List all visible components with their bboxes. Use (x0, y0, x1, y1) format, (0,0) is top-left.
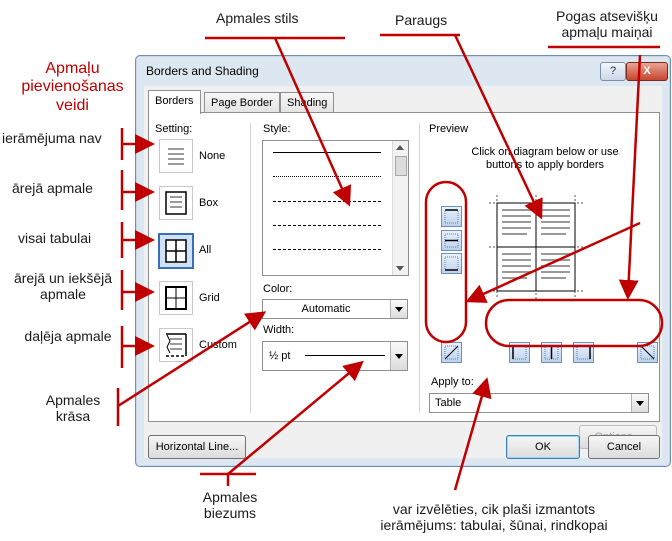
style-scrollbar[interactable] (392, 141, 408, 275)
right-border-icon (576, 345, 591, 360)
top-border-icon (444, 209, 459, 224)
dialog-client: Borders Page Border Shading Setting: Non… (144, 86, 662, 459)
color-combo[interactable]: Automatic (262, 299, 408, 319)
scroll-up-icon[interactable] (396, 145, 404, 150)
preview-hint: Click on diagram below or use buttons to… (471, 146, 619, 171)
annotation-none: ierāmējuma nav (2, 130, 102, 146)
style-solid[interactable] (273, 152, 381, 153)
annotation-preview: Paraugs (395, 12, 448, 28)
setting-custom-button[interactable] (159, 328, 193, 362)
title-bar: Borders and Shading ? X (136, 56, 670, 86)
annotation-grid: ārejā un iekšējā apmale (13, 270, 113, 303)
left-border-icon (512, 345, 527, 360)
setting-custom-label: Custom (199, 339, 237, 351)
grid-icon (165, 286, 187, 310)
setting-grid-label: Grid (199, 292, 220, 304)
horizontal-line-button[interactable]: Horizontal Line... (148, 435, 246, 459)
border-bottom-button[interactable] (441, 253, 462, 274)
width-value: ½ pt (269, 350, 291, 362)
preview-diagram[interactable] (489, 195, 583, 299)
tab-page-border[interactable]: Page Border (204, 92, 280, 113)
borders-tab-panel: Setting: None Box All Grid Custom (148, 112, 660, 422)
annotation-apply: var izvēlēties, cik plaši izmantots ierā… (380, 501, 608, 534)
setting-all-label: All (199, 244, 212, 256)
border-diagonal-down-button[interactable] (637, 342, 658, 363)
color-value: Automatic (301, 303, 351, 315)
setting-none-button[interactable] (159, 139, 193, 173)
setting-grid-button[interactable] (159, 281, 193, 315)
borders-shading-dialog: Borders and Shading ? X Borders Page Bor… (135, 55, 671, 467)
scroll-thumb[interactable] (395, 156, 407, 176)
inside-vertical-icon (544, 345, 559, 360)
annotation-box: ārejā apmale (12, 180, 93, 196)
apply-to-label: Apply to: (431, 376, 474, 388)
help-button[interactable]: ? (600, 62, 626, 81)
apply-to-combo[interactable]: Table (429, 393, 649, 413)
style-dashed[interactable] (273, 225, 381, 226)
setting-box-label: Box (199, 197, 218, 209)
none-icon (168, 148, 184, 165)
style-label: Style: (263, 123, 291, 135)
box-icon (165, 191, 187, 215)
annotation-color: Apmales krāsa (45, 392, 101, 425)
style-dotted[interactable] (273, 176, 381, 177)
width-combo[interactable]: ½ pt (262, 341, 408, 371)
annotation-all: visai tabulai (18, 230, 92, 246)
all-icon (165, 239, 187, 263)
tab-borders[interactable]: Borders (148, 90, 201, 114)
border-middle-vertical-button[interactable] (541, 342, 562, 363)
cancel-button[interactable]: Cancel (588, 435, 660, 459)
close-button[interactable]: X (626, 62, 668, 81)
bottom-border-icon (444, 256, 459, 271)
annotation-buttons: Pogas atsevišķu apmaļu maiņai (556, 8, 658, 41)
annotation-width: Apmales biezums (202, 489, 258, 522)
chevron-down-icon[interactable] (390, 300, 407, 318)
diagonal-down-icon (640, 345, 655, 360)
ok-button[interactable]: OK (506, 435, 580, 459)
style-dash-dot[interactable] (273, 249, 381, 250)
scroll-down-icon[interactable] (396, 266, 404, 271)
dialog-title: Borders and Shading (146, 64, 259, 78)
border-right-button[interactable] (573, 342, 594, 363)
setting-all-button[interactable] (158, 233, 194, 269)
apply-to-value: Table (435, 397, 462, 409)
annotation-custom: daļēja apmale (24, 328, 112, 344)
setting-box-button[interactable] (159, 186, 193, 220)
diagonal-up-icon (444, 345, 459, 360)
chevron-down-icon[interactable] (631, 394, 648, 412)
setting-label: Setting: (155, 123, 193, 135)
style-dashed-small[interactable] (273, 201, 381, 202)
setting-none-label: None (199, 150, 226, 162)
border-top-button[interactable] (441, 206, 462, 227)
preview-label: Preview (429, 123, 469, 135)
width-label: Width: (263, 324, 295, 336)
border-diagonal-up-button[interactable] (441, 342, 462, 363)
annotation-add-types: Apmaļu pievienošanas veidi (21, 60, 124, 114)
chevron-down-icon[interactable] (390, 342, 407, 370)
border-left-button[interactable] (509, 342, 530, 363)
tab-shading[interactable]: Shading (280, 92, 335, 113)
color-label: Color: (263, 283, 293, 295)
border-middle-horizontal-button[interactable] (441, 230, 462, 251)
custom-icon (166, 333, 187, 357)
width-sample-line (305, 355, 385, 356)
divider-left (250, 123, 251, 413)
annotation-style: Apmales stils (216, 10, 299, 26)
style-listbox[interactable] (262, 140, 409, 276)
divider-right (419, 123, 420, 413)
inside-horizontal-icon (444, 233, 459, 248)
